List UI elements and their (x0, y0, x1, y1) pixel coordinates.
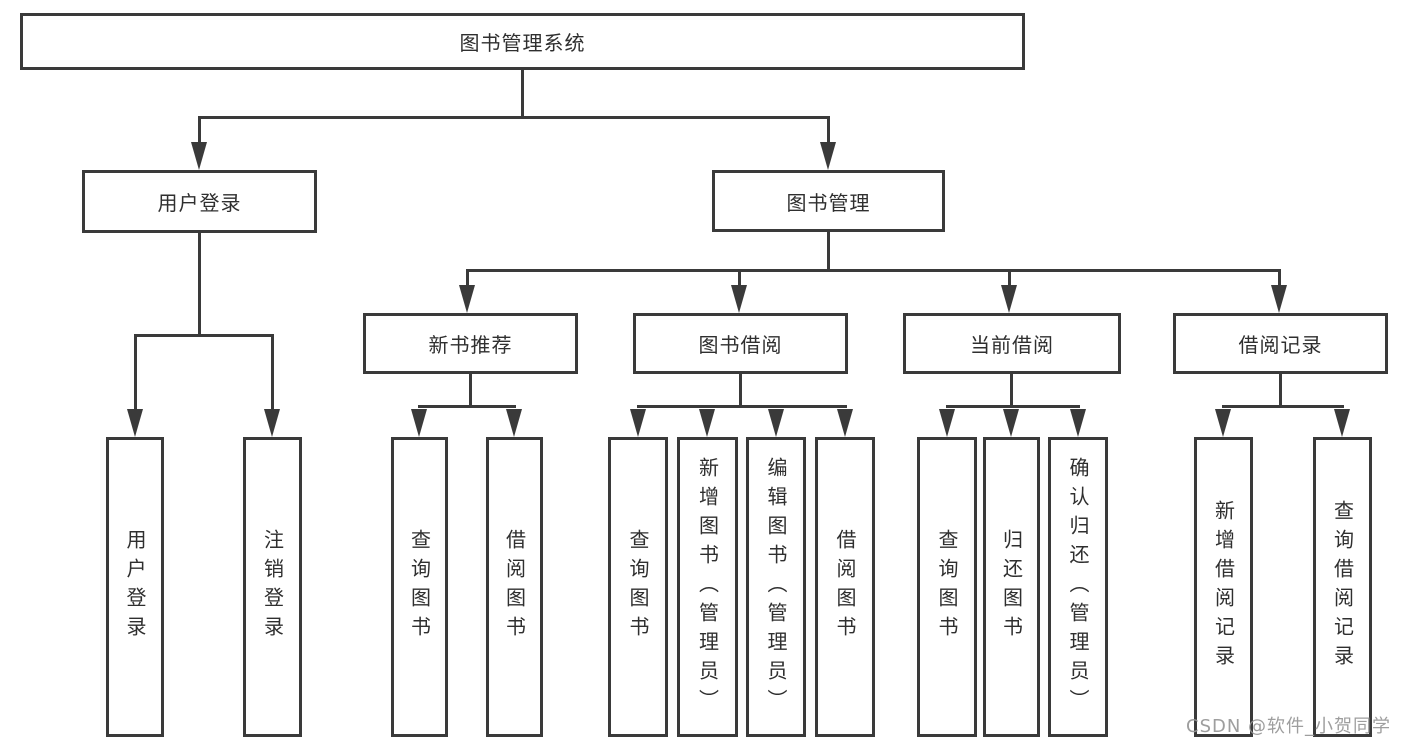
connector-line (739, 374, 742, 407)
node-current-borrowing: 当前借阅 (903, 313, 1121, 374)
arrow-down-icon (459, 285, 475, 313)
connector-line (1008, 269, 1011, 291)
leaf-edit-books-admin: 编辑图书（管理员） (746, 437, 806, 737)
leaf-return-books: 归还图书 (983, 437, 1040, 737)
arrow-down-icon (127, 409, 143, 437)
connector-line (198, 116, 201, 152)
arrow-down-icon (699, 409, 715, 437)
arrow-down-icon (191, 142, 207, 170)
node-book-borrowing: 图书借阅 (633, 313, 848, 374)
connector-line (1279, 374, 1282, 407)
leaf-borrow-books-borrowing: 借阅图书 (815, 437, 875, 737)
connector-line (134, 334, 274, 337)
connector-line (637, 405, 847, 408)
leaf-add-books-admin: 新增图书（管理员） (677, 437, 738, 737)
connector-line (134, 334, 137, 412)
connector-line (827, 232, 830, 272)
connector-line (1010, 374, 1013, 407)
node-borrowing-records: 借阅记录 (1173, 313, 1388, 374)
connector-line (469, 374, 472, 407)
arrow-down-icon (1334, 409, 1350, 437)
node-book-management: 图书管理 (712, 170, 945, 232)
leaf-borrow-books-recommendation: 借阅图书 (486, 437, 543, 737)
connector-line (1278, 269, 1281, 291)
connector-line (418, 405, 516, 408)
arrow-down-icon (1271, 285, 1287, 313)
connector-line (466, 269, 1281, 272)
arrow-down-icon (939, 409, 955, 437)
connector-line (1222, 405, 1344, 408)
leaf-query-books-recommendation: 查询图书 (391, 437, 448, 737)
connector-line (466, 269, 469, 291)
leaf-logout: 注销登录 (243, 437, 302, 737)
connector-line (271, 334, 274, 412)
arrow-down-icon (1003, 409, 1019, 437)
arrow-down-icon (630, 409, 646, 437)
csdn-watermark: CSDN @软件_小贺同学 (1186, 716, 1392, 737)
arrow-down-icon (506, 409, 522, 437)
leaf-query-books-borrowing: 查询图书 (608, 437, 668, 737)
node-new-book-recommendation: 新书推荐 (363, 313, 578, 374)
arrow-down-icon (1001, 285, 1017, 313)
connector-line (198, 116, 829, 119)
arrow-down-icon (411, 409, 427, 437)
connector-line (198, 233, 201, 337)
connector-line (521, 70, 524, 118)
leaf-add-borrow-record: 新增借阅记录 (1194, 437, 1253, 737)
node-user-login: 用户登录 (82, 170, 317, 233)
leaf-user-login: 用户登录 (106, 437, 164, 737)
arrow-down-icon (768, 409, 784, 437)
arrow-down-icon (820, 142, 836, 170)
arrow-down-icon (1215, 409, 1231, 437)
arrow-down-icon (837, 409, 853, 437)
connector-line (738, 269, 741, 291)
arrow-down-icon (264, 409, 280, 437)
arrow-down-icon (731, 285, 747, 313)
leaf-query-books-current: 查询图书 (917, 437, 977, 737)
connector-line (827, 116, 830, 152)
leaf-query-borrow-record: 查询借阅记录 (1313, 437, 1372, 737)
leaf-confirm-return-admin: 确认归还（管理员） (1048, 437, 1108, 737)
connector-line (946, 405, 1080, 408)
node-library-management-system: 图书管理系统 (20, 13, 1025, 70)
arrow-down-icon (1070, 409, 1086, 437)
